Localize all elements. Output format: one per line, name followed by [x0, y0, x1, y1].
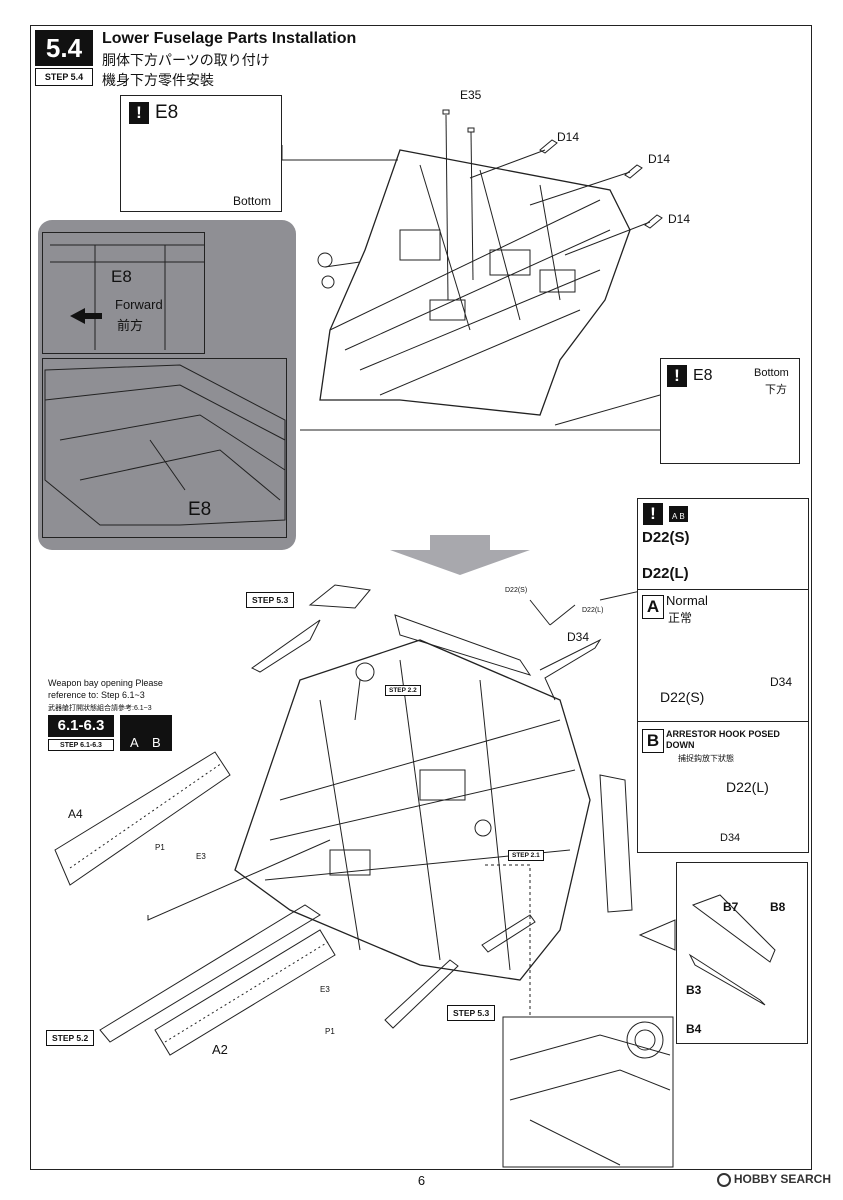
d22-long-label: D22(L): [642, 565, 689, 582]
step-5-3-top: STEP 5.3: [246, 592, 295, 608]
option-b-d22: D22(L): [726, 779, 769, 795]
title-japanese: 胴体下方パーツの取り付け: [102, 52, 270, 68]
option-b-hook-down-zh: 捕捉鈎放下狀態: [678, 754, 734, 763]
title-chinese: 機身下方零件安裝: [102, 72, 214, 88]
forward-label: Forward: [115, 297, 163, 312]
part-b7: B7: [723, 900, 739, 914]
weapon-bay-note-2: reference to: Step 6.1~3: [48, 690, 145, 700]
step-5-3-bottom: STEP 5.3: [447, 1005, 496, 1021]
warning-icon: !: [643, 503, 663, 525]
bottom-label-jp: 下方: [765, 384, 787, 396]
step-tag: STEP 5.4: [35, 68, 93, 86]
callout-part-e8: E8: [155, 102, 179, 123]
step-ref-tag: STEP 6.1-6.3: [48, 739, 114, 751]
weapon-bay-note-1: Weapon bay opening Please: [48, 678, 163, 688]
part-p1-bottom: P1: [325, 1027, 335, 1036]
callout-part-e8: E8: [693, 367, 713, 384]
option-b-d34: D34: [720, 832, 741, 844]
part-d34: D34: [567, 630, 590, 644]
hobby-search-logo: HOBBY SEARCH: [716, 1172, 831, 1187]
option-a-d22: D22(S): [660, 689, 705, 705]
part-b4: B4: [686, 1022, 702, 1036]
inset-part-e8: E8: [111, 267, 132, 286]
step-2-2: STEP 2.2: [385, 685, 421, 696]
ab-choice-icon: A B: [120, 715, 172, 751]
detail-inset-forward: E8 Forward 前方: [42, 232, 205, 354]
part-p1-top: P1: [155, 843, 165, 852]
part-e3-top: E3: [196, 852, 206, 861]
option-a-letter: A: [642, 595, 664, 619]
part-d14-3: D14: [668, 212, 691, 226]
part-d14-2: D14: [648, 152, 671, 166]
d22-short-label: D22(S): [642, 529, 690, 546]
bottom-label-en: Bottom: [754, 367, 789, 379]
callout-bottom-label: Bottom: [233, 194, 272, 208]
option-a-normal: Normal: [666, 593, 708, 608]
option-a-d34: D34: [770, 675, 793, 689]
part-d22s-small: D22(S): [505, 587, 528, 594]
part-a4: A4: [68, 807, 83, 821]
step-2-1: STEP 2.1: [508, 850, 544, 861]
part-a2: A2: [212, 1042, 228, 1057]
page-frame: [30, 25, 812, 1170]
callout-e8-top: ! E8 Bottom: [120, 95, 282, 212]
callout-b-parts: [676, 862, 808, 1044]
step-ref-box: 6.1-6.3: [48, 715, 114, 737]
part-d22l-small: D22(L): [582, 607, 604, 614]
part-e35: E35: [460, 88, 482, 102]
title-english: Lower Fuselage Parts Installation: [102, 30, 357, 47]
warning-icon: !: [667, 365, 687, 387]
option-b-hook-down: ARRESTOR HOOK POSED DOWN: [666, 729, 780, 750]
page-number: 6: [417, 1173, 426, 1188]
step-number: 5.4: [35, 30, 93, 66]
part-d14-1: D14: [557, 130, 580, 144]
part-b3: B3: [686, 983, 702, 997]
forward-label-jp: 前方: [117, 318, 144, 333]
step-5-2: STEP 5.2: [46, 1030, 95, 1046]
option-b-letter: B: [642, 729, 664, 753]
part-b8: B8: [770, 900, 786, 914]
inset-part-e8-lower: E8: [188, 499, 212, 520]
weapon-bay-note-zh: 武器艙打開狀態組合請參考:6.1~3: [48, 705, 152, 712]
part-e3-bottom: E3: [320, 985, 330, 994]
callout-e8-right: ! E8 Bottom 下方: [660, 358, 800, 464]
option-a-normal-jp: 正常: [668, 611, 693, 625]
warning-icon: !: [129, 102, 149, 124]
detail-panel-background: [38, 220, 296, 550]
detail-inset-lower: E8: [42, 358, 287, 538]
